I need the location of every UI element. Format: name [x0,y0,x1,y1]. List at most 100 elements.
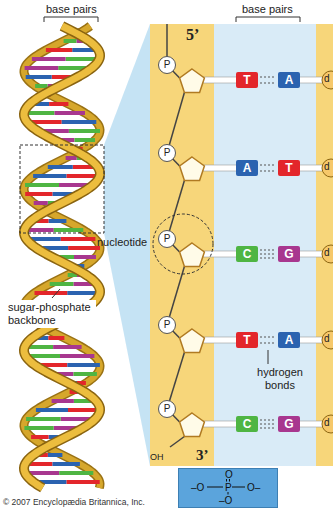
phosphate-circle: P [158,144,176,162]
hydrogen-bond [260,82,276,83]
hydrogen-bond [260,76,276,77]
sugar-ring [180,413,205,437]
sugar-ring-partial [322,331,333,349]
helix-rung [75,138,96,142]
sugar-symbol: d [324,161,330,173]
leader-line [268,350,269,364]
part-label: sugar-phosphate backbone [6,300,96,328]
bracket [44,17,98,22]
helix-rung [52,399,74,403]
base-stem [203,165,238,171]
strand-end-label: 3’ [196,446,209,464]
leader-line [52,289,60,298]
phosphate-circle: P [158,56,176,74]
zoom-box [20,145,104,233]
backbone-bond [170,437,184,448]
strand-end-label: 5’ [186,26,199,44]
base-stem [203,77,238,83]
sugar-ring [180,243,205,267]
bracket [236,17,300,22]
helix-rung [55,111,86,115]
base-letter: T [243,74,250,86]
helix-rung [32,57,66,61]
hydrogen-bond [260,342,276,343]
helix-rung [36,408,68,412]
base-letter: A [243,162,252,174]
helix-rung [74,372,97,376]
helix-rung [48,165,73,169]
helix-rung [59,471,93,475]
base-panel [214,24,316,466]
base-letter: T [243,334,250,346]
hydrogen-bond [260,427,276,428]
helix-rung [25,183,59,187]
sugar-symbol: d [324,417,330,429]
part-label: hydrogen bonds [250,366,310,392]
front-strand [24,26,100,488]
hydrogen-bond [260,419,276,420]
hydrogen-bond [260,164,276,165]
base-block: A [278,332,300,348]
phosphate-bond [207,487,223,488]
base-stem [203,337,238,343]
helix-rung [74,255,96,259]
atom-symbol: O [225,469,233,480]
copyright-note: © 2007 Encyclopædia Britannica, Inc. [3,497,145,507]
phosphate-group-box: O –O P O– –O [178,468,278,508]
sugar-ring [180,157,205,181]
base-block: C [236,416,258,432]
sugar-ring-partial [322,415,333,433]
double-helix [24,26,100,488]
atom-symbol: –O [191,482,204,493]
helix-rung [25,66,59,70]
sugar-ring-partial [322,245,333,263]
helix-rung [33,174,66,178]
helix-rung [67,363,100,367]
hydrogen-bond [260,249,276,250]
helix-rung [49,219,67,223]
base-block: A [236,160,258,176]
base-letter: C [243,248,252,260]
helix-rung [53,345,82,349]
sugar-symbol: d [324,247,330,259]
part-label: nucleotide [97,236,147,249]
helix-rung [69,129,100,133]
end-group-label: OH [150,452,164,463]
helix-rung [50,282,74,286]
helix-rung [66,156,77,160]
phosphate-symbol: P [164,234,171,244]
hydrogen-bond [260,253,276,254]
heading-label: base pairs [242,3,293,16]
helix-rung [68,246,100,250]
base-stem [203,251,238,257]
base-letter: C [243,418,252,430]
nucleotide-outline [153,214,213,274]
sugar-ring-partial [322,71,333,89]
sugar-ring [180,329,205,353]
phosphate-symbol: P [164,148,171,158]
helix-rung [49,102,68,106]
sugar-ring-partial [322,159,333,177]
base-block: T [278,160,300,176]
base-letter: T [285,162,292,174]
atom-symbol: –O [219,495,232,506]
phosphate-circle: P [158,400,176,418]
backbone-detail [167,24,333,447]
sugar-ring [180,69,205,93]
base-block: A [278,72,300,88]
atom-symbol: P [225,482,232,493]
helix-rung [60,354,94,358]
helix-rung [46,48,72,52]
base-letter: A [285,334,294,346]
helix-rung [24,426,53,430]
helix-rung [53,462,80,466]
helix-rung [25,192,52,196]
atom-symbol: O– [247,482,260,493]
sugar-symbol: d [324,333,330,345]
hydrogen-bond [260,170,276,171]
base-letter: A [285,74,294,86]
phosphate-symbol: P [164,60,171,70]
helix-rung [34,201,48,205]
phosphate-circle: P [158,316,176,334]
